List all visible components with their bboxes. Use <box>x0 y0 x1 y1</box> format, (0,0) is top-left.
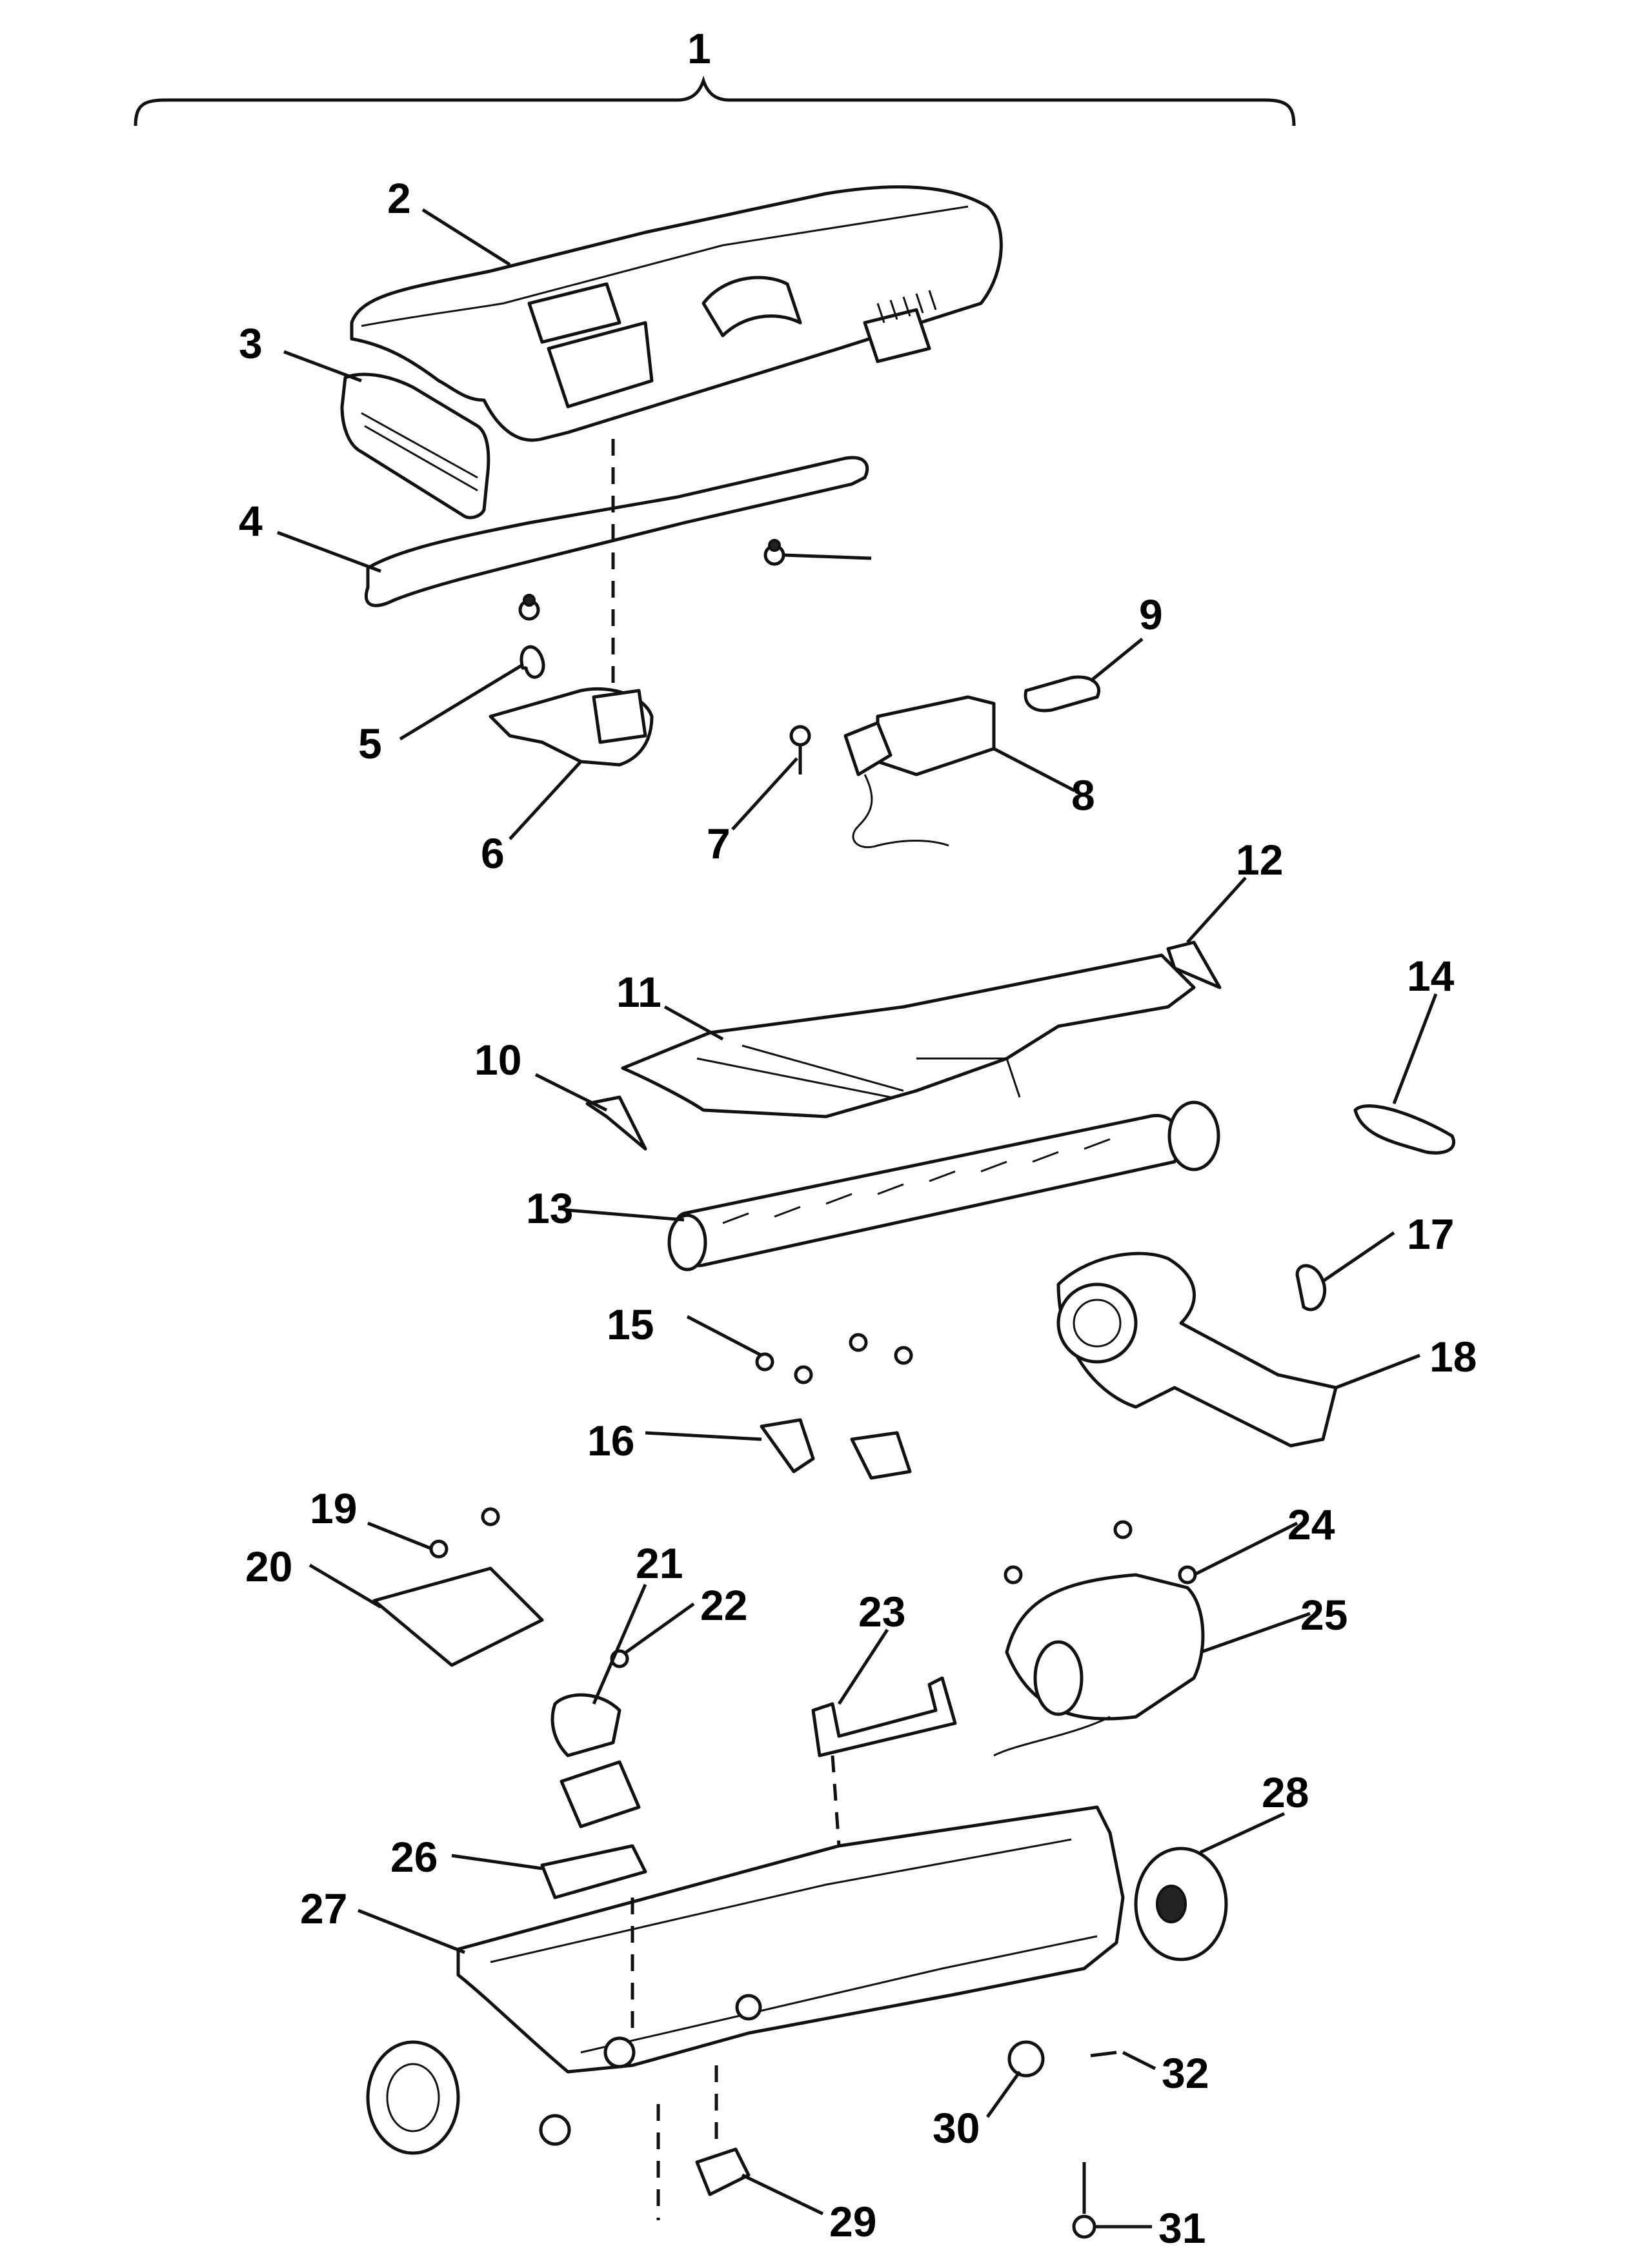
callout-18: 18 <box>1429 1333 1477 1381</box>
clip-part-17 <box>1295 1264 1327 1311</box>
callout-14: 14 <box>1407 952 1455 1000</box>
bearing-screws-part <box>755 1333 913 1480</box>
axle-hardware-part <box>1007 2040 1117 2239</box>
callout-22: 22 <box>700 1581 747 1629</box>
callout-23: 23 <box>858 1588 905 1635</box>
callout-1: 1 <box>687 25 711 72</box>
leader-lines <box>277 208 1438 2229</box>
callout-30: 30 <box>933 2104 980 2152</box>
end-cap-left-part <box>585 1095 647 1151</box>
callout-4: 4 <box>239 497 263 545</box>
upper-hood-part <box>350 185 1003 442</box>
callout-10: 10 <box>474 1036 521 1084</box>
bumper-part <box>364 456 869 607</box>
callout-12: 12 <box>1236 836 1283 884</box>
bumper-screw <box>518 594 540 621</box>
wheel-right-part <box>1134 1847 1228 1961</box>
callout-25: 25 <box>1300 1591 1347 1639</box>
callout-19: 19 <box>310 1484 357 1532</box>
wheel-left-part <box>366 2040 571 2155</box>
latch-part <box>695 2147 751 2196</box>
callout-11: 11 <box>616 968 661 1016</box>
callout-26: 26 <box>390 1833 438 1881</box>
callout-17: 17 <box>1407 1210 1454 1258</box>
callout-5: 5 <box>358 720 382 767</box>
callout-27: 27 <box>300 1885 347 1932</box>
callout-29: 29 <box>829 2198 876 2245</box>
bulb-part <box>1024 675 1100 713</box>
motor-part <box>993 1520 1205 1757</box>
callout-20: 20 <box>245 1543 292 1590</box>
switch-part <box>550 1649 641 1828</box>
callout-13: 13 <box>526 1184 573 1232</box>
callout-9: 9 <box>1139 591 1163 638</box>
bumper-screw <box>763 539 872 566</box>
callout-31: 31 <box>1158 2204 1206 2252</box>
base-pan-part <box>456 1805 1125 2074</box>
callout-16: 16 <box>587 1417 634 1464</box>
end-cap-right-part <box>1166 940 1222 989</box>
front-grille-part <box>340 372 490 520</box>
callout-32: 32 <box>1162 2049 1209 2097</box>
screw-part-7 <box>789 725 811 775</box>
belt-part <box>1353 1104 1455 1155</box>
callout-8: 8 <box>1071 771 1095 819</box>
alignment-lines <box>611 439 841 2220</box>
callout-15: 15 <box>607 1301 654 1348</box>
nozzle-housing-part <box>621 953 1196 1119</box>
assembly-bracket <box>134 76 1296 127</box>
callout-24: 24 <box>1287 1501 1335 1548</box>
pedal-part <box>489 687 654 767</box>
callout-28: 28 <box>1262 1768 1309 1816</box>
pedal-plate-part <box>540 1844 647 1899</box>
brush-roll-part <box>667 1100 1220 1271</box>
callout-2: 2 <box>387 174 411 222</box>
callout-21: 21 <box>636 1539 683 1587</box>
headlight-assembly-part <box>843 695 996 849</box>
cover-plate-part <box>372 1507 544 1667</box>
callout-3: 3 <box>239 319 263 367</box>
callout-7: 7 <box>707 820 731 867</box>
spring-part <box>520 645 545 679</box>
callout-6: 6 <box>481 829 505 877</box>
motor-housing-part <box>1056 1251 1338 1448</box>
bracket-part <box>811 1676 957 1757</box>
